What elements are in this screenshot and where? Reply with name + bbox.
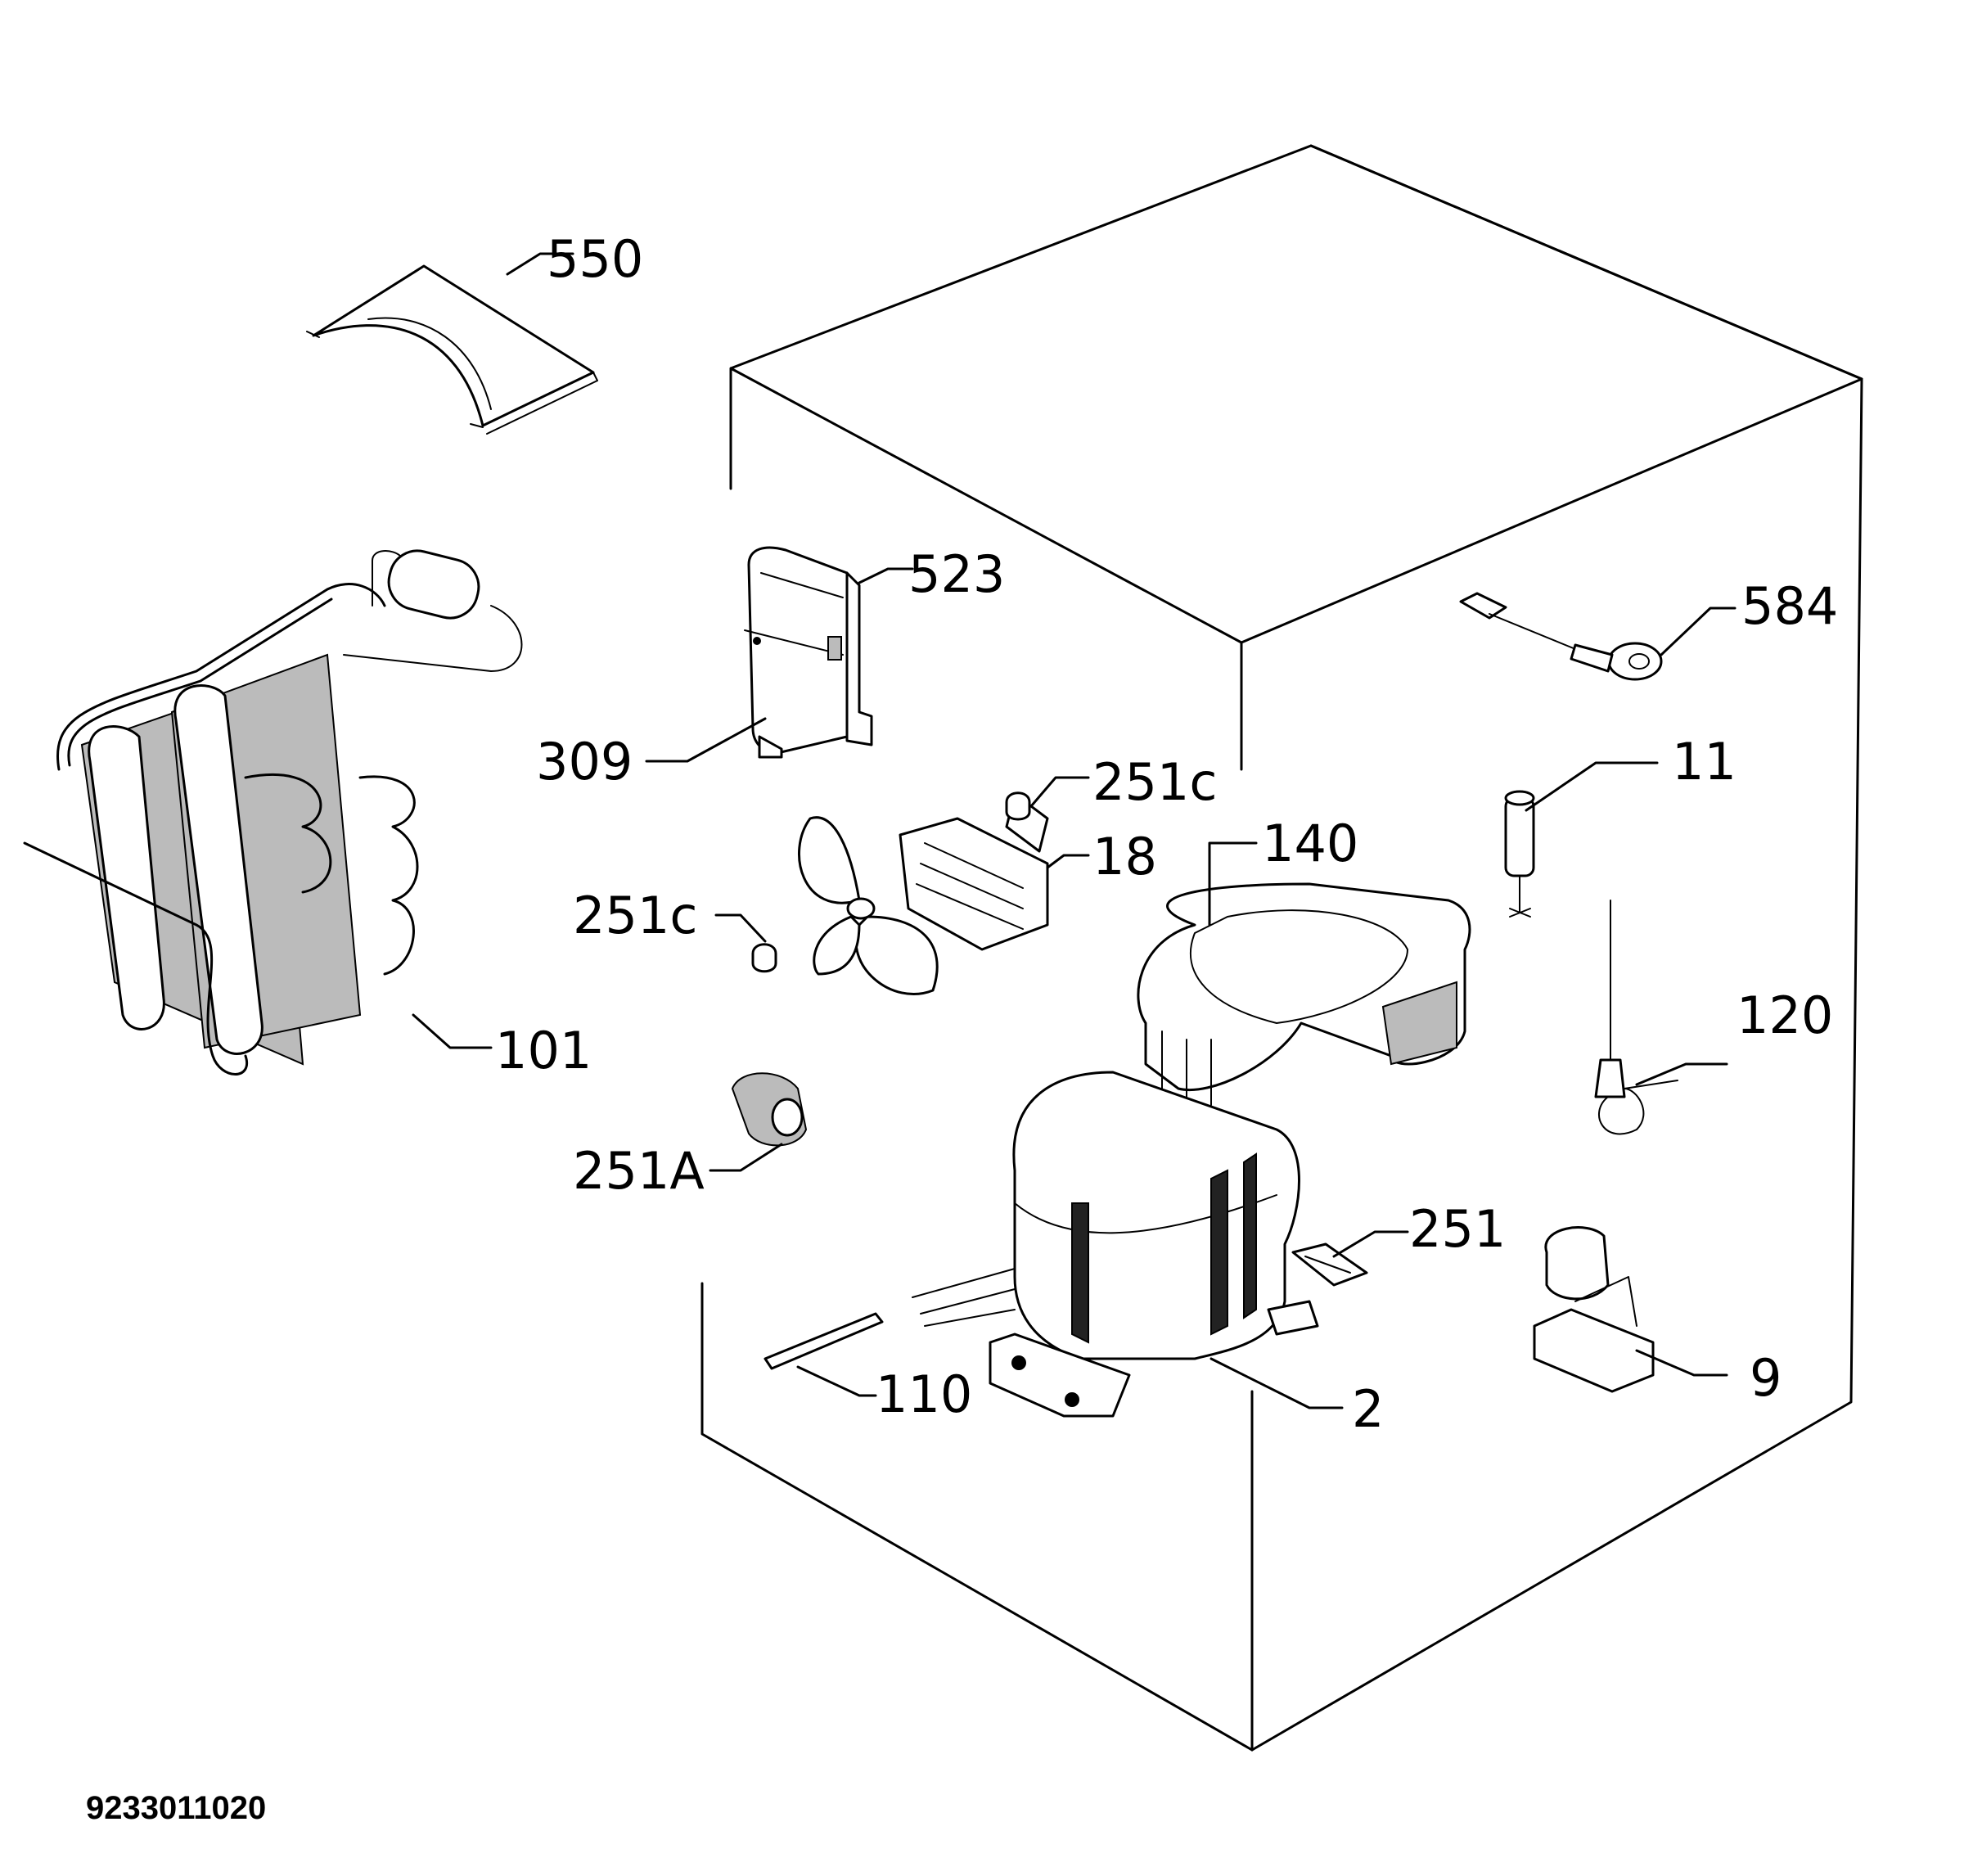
callout-110: 110 <box>876 1364 972 1424</box>
part-251c-nut-top <box>1005 791 1031 821</box>
callout-9: 9 <box>1750 1348 1782 1408</box>
part-584-thermostat <box>1459 592 1663 681</box>
callout-523: 523 <box>908 544 1005 604</box>
callout-251c-top: 251c <box>1092 752 1217 812</box>
part-550-bracket <box>306 264 598 435</box>
callout-11: 11 <box>1672 732 1737 791</box>
callout-140: 140 <box>1262 814 1358 873</box>
callout-2: 2 <box>1352 1379 1384 1439</box>
callout-550: 550 <box>547 229 643 289</box>
callout-18: 18 <box>1092 827 1157 886</box>
part-2-compressor <box>912 1071 1319 1418</box>
coil-fins <box>23 653 419 1076</box>
callout-251A: 251A <box>573 1141 705 1201</box>
part-251c-nut-left <box>751 943 777 973</box>
part-18-fan-motor <box>798 792 1049 995</box>
callout-584: 584 <box>1741 576 1838 636</box>
callout-251: 251 <box>1409 1199 1506 1259</box>
cabinet-outline <box>700 144 1863 1752</box>
part-251A-grommet <box>731 1072 808 1147</box>
part-140-drip-tray <box>1137 882 1471 1106</box>
part-523-309-relay <box>744 546 873 759</box>
callout-120: 120 <box>1737 985 1833 1045</box>
part-9-starter-relay <box>1533 1226 1655 1393</box>
leader-lines <box>412 252 1737 1409</box>
part-101-condenser <box>23 549 523 1076</box>
part-120-sensor <box>1594 900 1678 1135</box>
callout-101: 101 <box>495 1021 592 1080</box>
callout-251c-left: 251c <box>573 886 697 945</box>
callout-309: 309 <box>536 732 633 791</box>
callout-labels: 550 523 309 584 251c 18 140 11 251c 101 … <box>495 229 1838 1439</box>
part-11-contact <box>1504 790 1535 918</box>
part-110-tube <box>764 1312 884 1370</box>
part-251-clip <box>1291 1242 1368 1287</box>
document-number: 9233011020 <box>86 1790 266 1826</box>
